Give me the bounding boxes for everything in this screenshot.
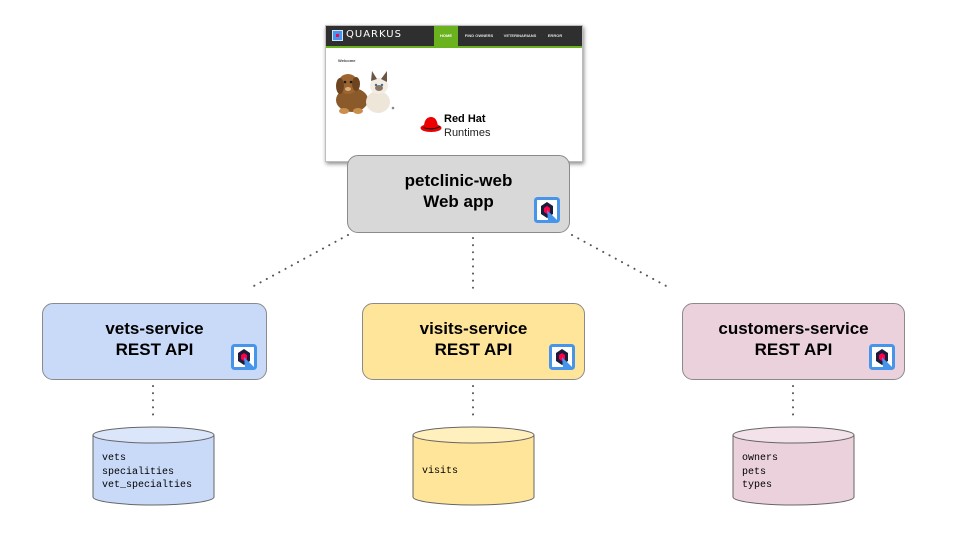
connector-web-to-vets xyxy=(251,234,349,288)
service-name: customers-service xyxy=(718,319,869,338)
redhat-runtimes-logo: Red Hat Runtimes xyxy=(420,110,500,144)
customers-service-box: customers-service REST API xyxy=(682,303,905,380)
welcome-heading: Welcome xyxy=(338,58,356,63)
nav-find-owners[interactable]: FIND OWNERS xyxy=(464,33,494,38)
table-name: pets xyxy=(742,466,767,478)
service-name: visits-service xyxy=(419,319,528,338)
visits-database: visits xyxy=(412,426,535,506)
screenshot-navbar: QUARKUS HOME FIND OWNERS VETERINARIANS E… xyxy=(326,26,582,48)
table-name: specialities xyxy=(102,466,175,478)
quarkus-icon xyxy=(549,344,575,370)
quarkus-logo: QUARKUS xyxy=(332,29,401,42)
table-list: vets specialities vet_specialties xyxy=(102,452,192,493)
table-name: owners xyxy=(742,453,779,464)
nav-error[interactable]: ERROR xyxy=(547,33,563,38)
nav-home[interactable]: HOME xyxy=(434,26,458,46)
webapp-name: petclinic-web xyxy=(404,171,513,190)
service-kind: REST API xyxy=(115,340,194,359)
quarkus-icon xyxy=(534,197,560,223)
database-cylinder-icon xyxy=(732,426,855,506)
quarkus-icon xyxy=(869,344,895,370)
connector-web-to-customers xyxy=(571,234,669,288)
quarkus-logo-icon xyxy=(332,30,343,41)
service-kind: REST API xyxy=(434,340,513,359)
service-name: vets-service xyxy=(105,319,204,338)
vets-database: vets specialities vet_specialties xyxy=(92,426,215,506)
customers-database: owners pets types xyxy=(732,426,855,506)
visits-service-box: visits-service REST API xyxy=(362,303,585,380)
service-kind: REST API xyxy=(754,340,833,359)
table-name: vet_specialties xyxy=(102,480,193,491)
vets-service-box: vets-service REST API xyxy=(42,303,267,380)
redhat-hat-icon xyxy=(420,117,442,132)
nav-veterinarians[interactable]: VETERINARIANS xyxy=(503,33,537,38)
quarkus-logo-text: QUARKUS xyxy=(346,29,402,40)
quarkus-icon xyxy=(231,344,257,370)
webapp-screenshot: QUARKUS HOME FIND OWNERS VETERINARIANS E… xyxy=(325,25,583,162)
table-list: owners pets types xyxy=(742,452,778,493)
database-cylinder-icon xyxy=(92,426,215,506)
webapp-box: petclinic-web Web app xyxy=(347,155,570,233)
webapp-kind: Web app xyxy=(423,192,494,211)
brand-subtitle: Runtimes xyxy=(444,127,491,139)
table-name: vets xyxy=(102,453,127,464)
table-name: types xyxy=(742,480,773,491)
table-list: visits xyxy=(422,465,458,479)
pets-image xyxy=(336,71,395,114)
database-cylinder-icon xyxy=(412,426,535,506)
table-name: visits xyxy=(422,466,459,477)
brand-title: Red Hat xyxy=(444,113,486,125)
